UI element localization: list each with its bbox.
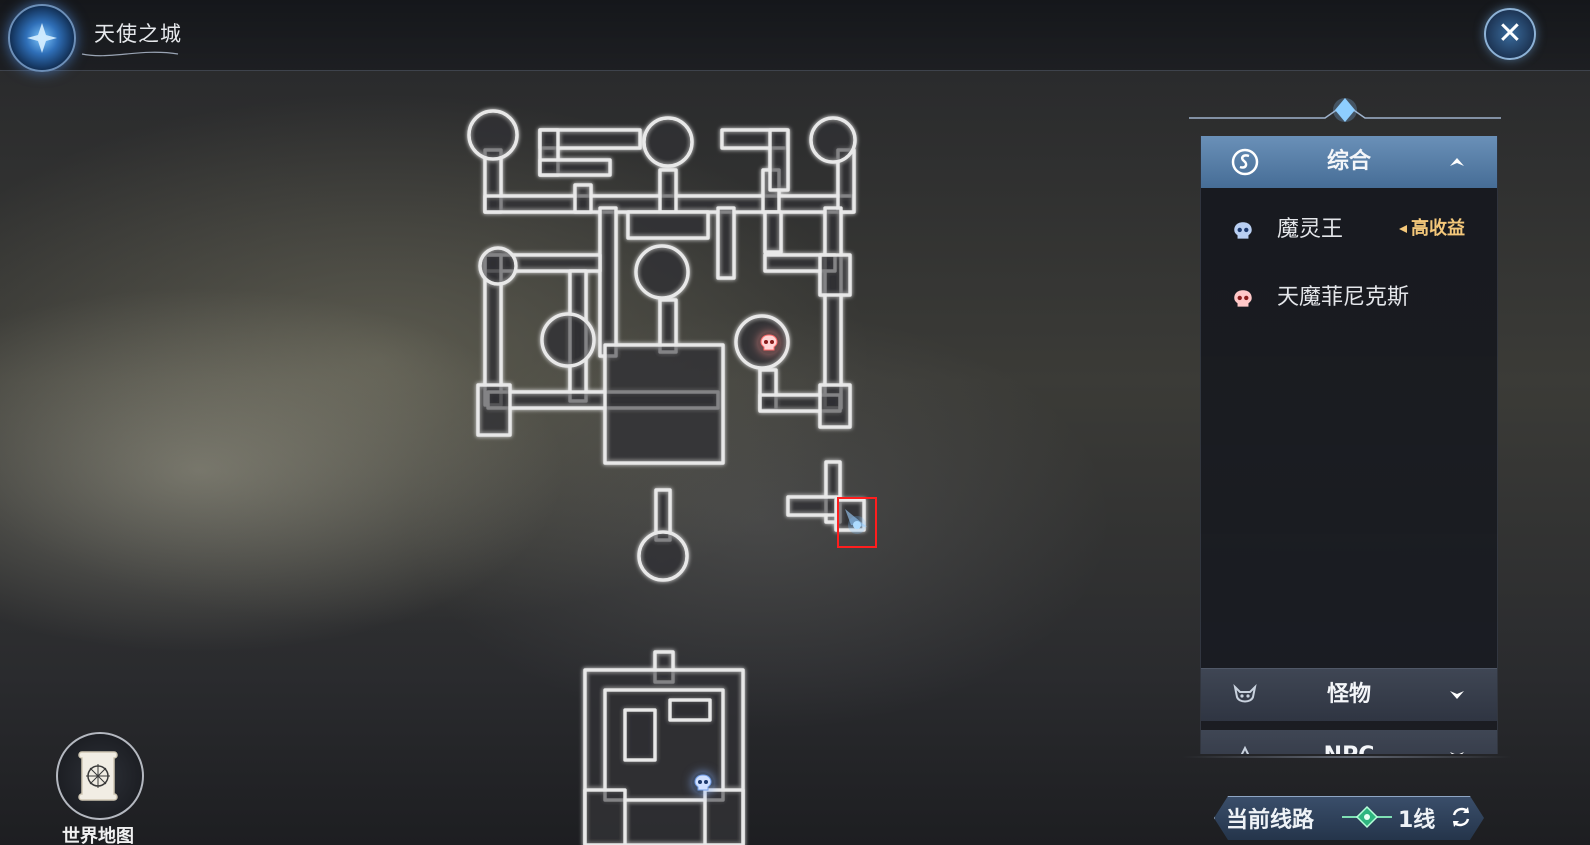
panel-divider [1182,756,1512,758]
boss-skull-red-icon [1234,290,1252,307]
tab-npc-label: NPC [1201,730,1497,754]
boss-skull-red-icon[interactable] [758,332,780,354]
tab-npc[interactable]: NPC [1201,730,1497,754]
scroll-map-icon [78,751,118,801]
tab-monsters[interactable]: 怪物 [1201,668,1497,721]
tab-general-label: 综合 [1326,149,1371,174]
boss-skull-blue-icon [1234,222,1252,239]
legend-entry-phoenix[interactable]: 天魔菲尼克斯 [1201,274,1497,322]
refresh-icon [1452,807,1470,827]
legend-entry-demon-king[interactable]: 魔灵王 高收益 [1201,206,1497,254]
world-map-label: 世界地图 [62,826,134,845]
player-location-icon [837,497,879,549]
channel-gem-icon [1342,805,1392,829]
chevron-up-icon [1450,158,1464,166]
lower-dungeon-outline [583,650,745,845]
tab-monsters-label: 怪物 [1326,682,1371,707]
chevron-down-icon [1450,752,1464,754]
top-bar: 天使之城 ✕ [0,0,1590,72]
map-legend-panel: 综合 魔灵王 高收益 天魔菲尼克斯 怪物 [1200,136,1498,754]
general-category-icon [1231,148,1259,176]
channel-value: 1线 [1398,808,1436,833]
player-highlight-box [837,497,877,548]
map-title: 天使之城 [94,22,182,46]
close-button[interactable]: ✕ [1466,4,1546,60]
channel-switch-button[interactable]: 当前线路 1线 [1200,792,1498,845]
map-emblem-icon [8,4,76,72]
close-icon: ✕ [1497,16,1523,51]
legend-entry-label: 天魔菲尼克斯 [1277,285,1410,310]
channel-label: 当前线路 [1226,808,1315,833]
title-flourish-icon [81,51,179,57]
tab-general[interactable]: 综合 [1201,136,1497,188]
panel-ornament-icon [1189,98,1501,122]
upper-dungeon-outline [467,109,866,582]
close-button-ring [1484,8,1536,60]
chevron-down-icon [1450,691,1464,699]
high-reward-badge: 高收益 [1397,216,1465,242]
monster-category-icon [1233,683,1257,703]
world-map-button[interactable]: 世界地图 [48,728,158,845]
legend-entry-label: 魔灵王 [1277,217,1344,242]
boss-skull-blue-icon[interactable] [692,772,714,794]
